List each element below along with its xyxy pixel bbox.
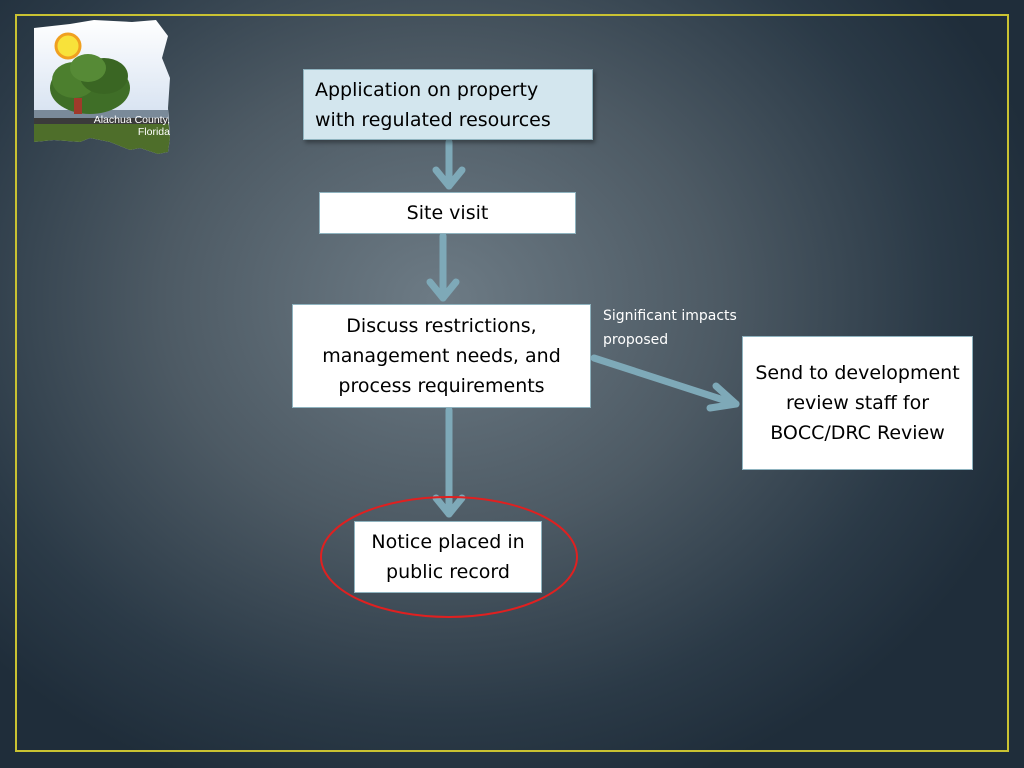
application-text: Application on property with regulated r… <box>315 78 551 131</box>
notice-box: Notice placed in public record <box>354 521 542 593</box>
arrowhead-application-to-site <box>432 166 466 190</box>
arrowhead-site-to-discuss <box>426 278 460 302</box>
logo-text-line1: Alachua County, <box>93 114 170 126</box>
logo-text-line2: Florida <box>137 126 170 138</box>
arrowhead-discuss-to-notice <box>432 494 466 518</box>
slide-frame <box>15 14 1009 752</box>
discuss-box: Discuss restrictions, management needs, … <box>292 304 591 408</box>
discuss-text: Discuss restrictions, management needs, … <box>322 315 561 397</box>
send-to-review-text: Send to development review staff for BOC… <box>755 362 960 444</box>
branch-label-significant-impacts: Significant impacts proposed <box>603 308 737 348</box>
notice-text: Notice placed in public record <box>371 531 525 583</box>
alachua-county-logo: Alachua County, Florida <box>30 18 172 162</box>
logo-text: Alachua County, Florida <box>76 114 170 138</box>
application-box: Application on property with regulated r… <box>303 69 593 140</box>
arrow-discuss-to-send <box>590 354 740 408</box>
site-visit-text: Site visit <box>406 202 489 224</box>
notice-highlight-ellipse <box>320 496 578 618</box>
arrowhead-discuss-to-send <box>706 382 740 412</box>
site-visit-box: Site visit <box>319 192 576 234</box>
send-to-review-box: Send to development review staff for BOC… <box>742 336 973 470</box>
